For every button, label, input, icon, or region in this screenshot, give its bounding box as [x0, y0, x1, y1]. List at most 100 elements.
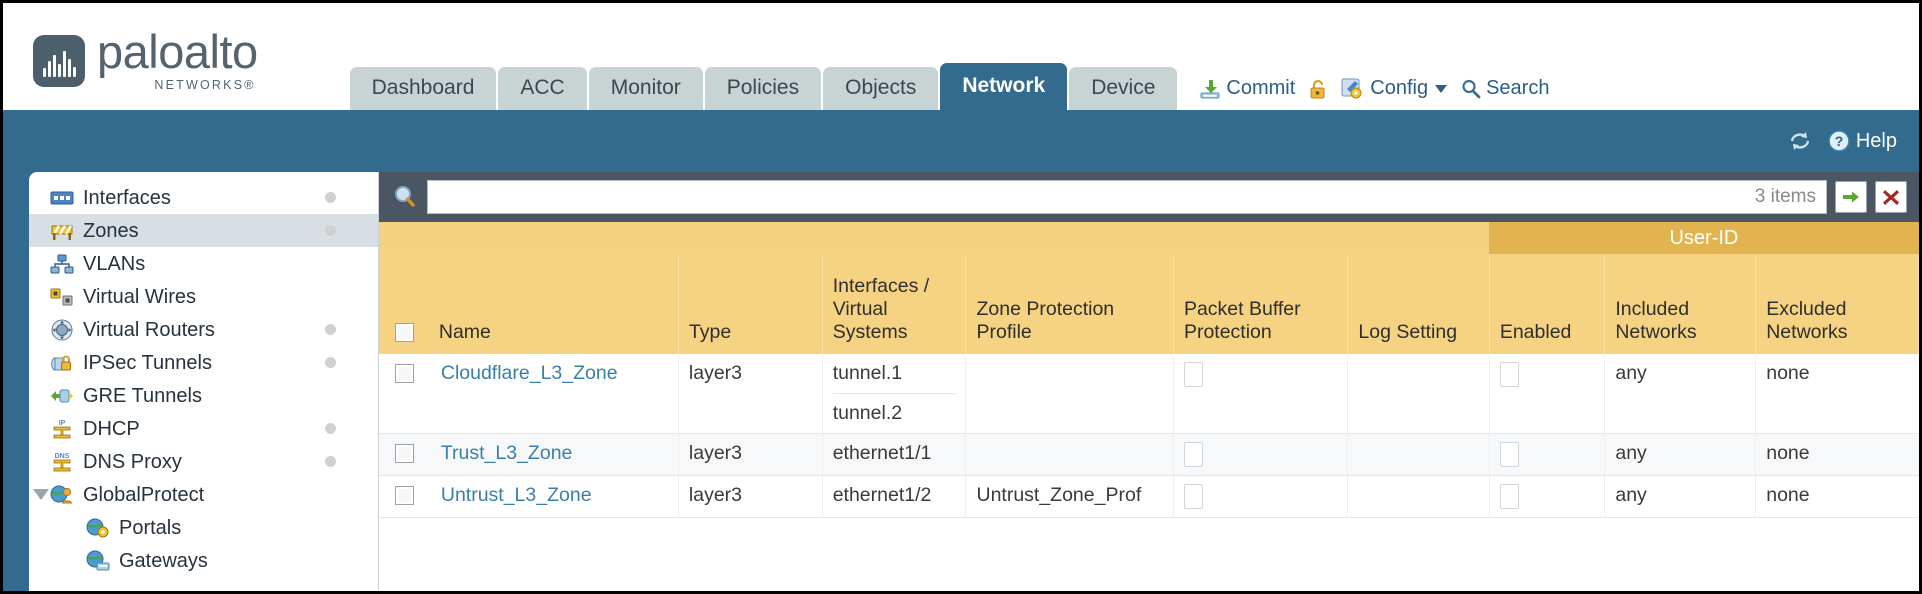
globalprotect-icon [49, 484, 75, 506]
lock-button[interactable] [1308, 78, 1328, 100]
cell-log-setting [1347, 475, 1490, 518]
cell-packet-buffer-protection [1173, 353, 1349, 434]
column-header-name[interactable]: Name [430, 254, 679, 354]
gre-tunnels-icon [49, 385, 75, 407]
cell-type: layer3 [678, 475, 823, 518]
interfaces-icon [49, 187, 75, 209]
table-toolbar: 3 items [379, 172, 1919, 222]
red-x-icon [1883, 190, 1899, 205]
help-button[interactable]: ? Help [1827, 129, 1897, 153]
sidebar-item-vlans[interactable]: VLANs [29, 247, 378, 280]
cell-userid-enabled [1489, 475, 1606, 518]
brand-logo: paloalto NETWORKS® [3, 29, 258, 110]
sidebar-item-status-dot [325, 192, 336, 203]
paloalto-waveform-icon [33, 35, 85, 88]
help-question-icon: ? [1828, 130, 1850, 152]
expander-triangle-icon[interactable] [33, 489, 49, 500]
svg-text:DNS: DNS [55, 453, 70, 460]
sidebar-item-status-dot [325, 423, 336, 434]
sidebar-item-gre-tunnels[interactable]: GRE Tunnels [29, 379, 378, 412]
tab-monitor[interactable]: Monitor [588, 66, 703, 110]
sidebar-item-virtual-routers[interactable]: Virtual Routers [29, 313, 378, 346]
zone-name-link[interactable]: Trust_L3_Zone [440, 442, 573, 464]
tab-acc[interactable]: ACC [498, 66, 587, 110]
clear-filter-button[interactable] [1875, 181, 1907, 213]
secondary-bar: ? Help [3, 110, 1919, 172]
cell-interfaces: ethernet1/2 [822, 475, 967, 518]
refresh-button[interactable] [1787, 130, 1813, 152]
zone-name-link[interactable]: Untrust_L3_Zone [440, 484, 592, 506]
config-label: Config [1370, 77, 1429, 99]
userid-enabled-checkbox[interactable] [1499, 361, 1519, 387]
cell-packet-buffer-protection [1173, 433, 1349, 476]
column-header-log-setting[interactable]: Log Setting [1347, 254, 1490, 354]
column-header-included-networks[interactable]: Included Networks [1604, 254, 1757, 354]
column-header-type[interactable]: Type [678, 254, 823, 354]
filter-search-icon-button[interactable] [391, 183, 419, 211]
sidebar-item-interfaces[interactable]: Interfaces [29, 181, 378, 214]
userid-enabled-checkbox[interactable] [1499, 484, 1519, 509]
select-all-checkbox[interactable] [395, 322, 415, 342]
commit-button[interactable]: Commit [1199, 77, 1295, 100]
sidebar-item-status-dot [325, 357, 336, 368]
sidebar-item-ipsec-tunnels[interactable]: IPSec Tunnels [29, 346, 378, 379]
sidebar-item-dns-proxy[interactable]: DNS DNS Proxy [29, 445, 378, 478]
sidebar-item-zones[interactable]: Zones [29, 214, 378, 247]
userid-enabled-checkbox[interactable] [1499, 442, 1519, 467]
column-header-zone-protection-profile[interactable]: Zone Protection Profile [965, 254, 1174, 354]
row-select-checkbox[interactable] [395, 363, 415, 383]
sidebar-item-globalprotect[interactable]: GlobalProtect [29, 478, 378, 511]
tab-policies[interactable]: Policies [704, 66, 822, 110]
sidebar-item-label: Virtual Wires [83, 285, 196, 308]
packet-buffer-protection-checkbox[interactable] [1183, 484, 1203, 509]
cell-name: Untrust_L3_Zone [430, 475, 679, 518]
sidebar-item-label: DNS Proxy [83, 450, 182, 473]
tab-objects[interactable]: Objects [823, 66, 939, 110]
row-select-checkbox[interactable] [395, 444, 415, 464]
cell-zone-protection-profile: Untrust_Zone_Prof [965, 475, 1174, 518]
cell-excluded-networks: none [1755, 475, 1919, 518]
search-input[interactable]: 3 items [427, 180, 1827, 214]
sidebar-item-label: DHCP [83, 417, 140, 440]
cell-interfaces: ethernet1/1 [822, 433, 967, 476]
column-header-interfaces-virtual-systems[interactable]: Interfaces / Virtual Systems [822, 254, 967, 354]
cell-type: layer3 [678, 433, 823, 476]
packet-buffer-protection-checkbox[interactable] [1183, 361, 1203, 387]
brand-subtitle: NETWORKS® [154, 78, 256, 92]
vlans-icon [49, 253, 75, 275]
sidebar-item-virtual-wires[interactable]: Virtual Wires [29, 280, 378, 313]
zones-barrier-icon [49, 220, 75, 242]
search-button[interactable]: Search [1460, 77, 1549, 100]
tab-device[interactable]: Device [1069, 66, 1178, 110]
apply-filter-button[interactable] [1835, 181, 1867, 213]
column-header-packet-buffer-protection[interactable]: Packet Buffer Protection [1173, 254, 1349, 354]
interface-entry: tunnel.1 [832, 361, 903, 384]
sidebar-item-dhcp[interactable]: IP DHCP [29, 412, 378, 445]
sidebar-item-label: GlobalProtect [83, 483, 205, 506]
green-arrow-icon [1843, 191, 1859, 203]
sidebar-item-portals[interactable]: Portals [29, 511, 378, 544]
packet-buffer-protection-checkbox[interactable] [1183, 442, 1203, 467]
row-select-checkbox[interactable] [395, 486, 415, 506]
cell-included-networks: any [1604, 353, 1757, 434]
column-header-excluded-networks[interactable]: Excluded Networks [1755, 254, 1919, 354]
sidebar-item-label: GRE Tunnels [83, 384, 202, 407]
sidebar-item-label: IPSec Tunnels [83, 351, 212, 374]
dhcp-icon: IP [49, 418, 75, 440]
config-menu[interactable]: Config [1341, 77, 1448, 100]
column-header-enabled[interactable]: Enabled [1489, 254, 1606, 354]
virtual-wires-icon [49, 286, 75, 308]
sidebar-item-gateways[interactable]: Gateways [29, 544, 378, 577]
row-select-cell [379, 433, 431, 476]
tab-dashboard[interactable]: Dashboard [349, 66, 497, 110]
tab-network[interactable]: Network [940, 62, 1068, 110]
zone-name-link[interactable]: Cloudflare_L3_Zone [440, 361, 618, 384]
